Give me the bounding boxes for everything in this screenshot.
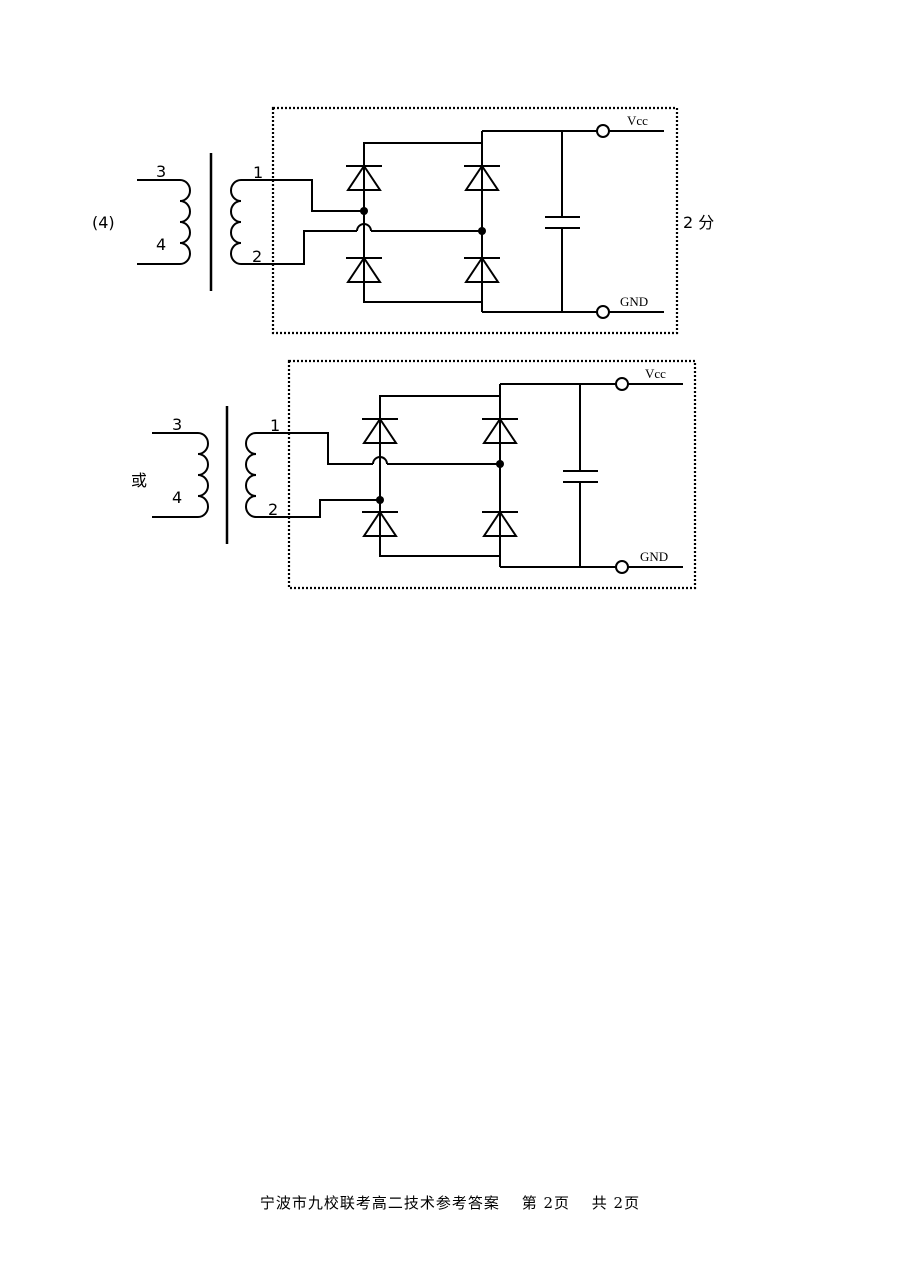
primary-winding xyxy=(137,179,191,265)
secondary-winding xyxy=(230,179,482,265)
page-footer: 宁波市九校联考高二技术参考答案 第 2页 共 2页 xyxy=(0,1192,900,1213)
gnd-terminal xyxy=(615,560,629,574)
junction-dot xyxy=(478,227,486,235)
pin-1-label: 1 xyxy=(253,163,263,182)
pin-2-label: 2 xyxy=(252,247,262,266)
primary-winding xyxy=(152,432,209,518)
circuit-2 xyxy=(152,359,697,590)
score-label: 2 分 xyxy=(683,213,714,232)
vcc-terminal xyxy=(615,377,629,391)
junction-dot xyxy=(496,460,504,468)
pin-4-label: 4 xyxy=(156,235,166,254)
pin-2-label: 2 xyxy=(268,500,278,519)
gnd-terminal xyxy=(596,305,610,319)
pin-1-label: 1 xyxy=(270,416,280,435)
capacitor xyxy=(545,131,580,312)
junction-dot xyxy=(360,207,368,215)
vcc-label: Vcc xyxy=(645,366,666,381)
bridge-box xyxy=(287,359,697,590)
footer-title: 宁波市九校联考高二技术参考答案 xyxy=(259,1194,500,1212)
junction-dot xyxy=(376,496,384,504)
footer-total: 共 2页 xyxy=(591,1194,641,1212)
capacitor xyxy=(563,384,598,567)
gnd-label: GND xyxy=(620,294,648,309)
vcc-label: Vcc xyxy=(627,113,648,128)
bridge-box xyxy=(271,106,679,335)
pin-3-label: 3 xyxy=(156,162,166,181)
secondary-winding xyxy=(245,432,500,518)
pin-4-label: 4 xyxy=(172,488,182,507)
vcc-terminal xyxy=(596,124,610,138)
alt-label: 或 xyxy=(131,471,147,490)
pin-3-label: 3 xyxy=(172,415,182,434)
gnd-label: GND xyxy=(640,549,668,564)
footer-page: 第 2页 xyxy=(521,1194,570,1212)
question-label: (4) xyxy=(92,213,115,232)
circuit-1 xyxy=(137,106,679,335)
